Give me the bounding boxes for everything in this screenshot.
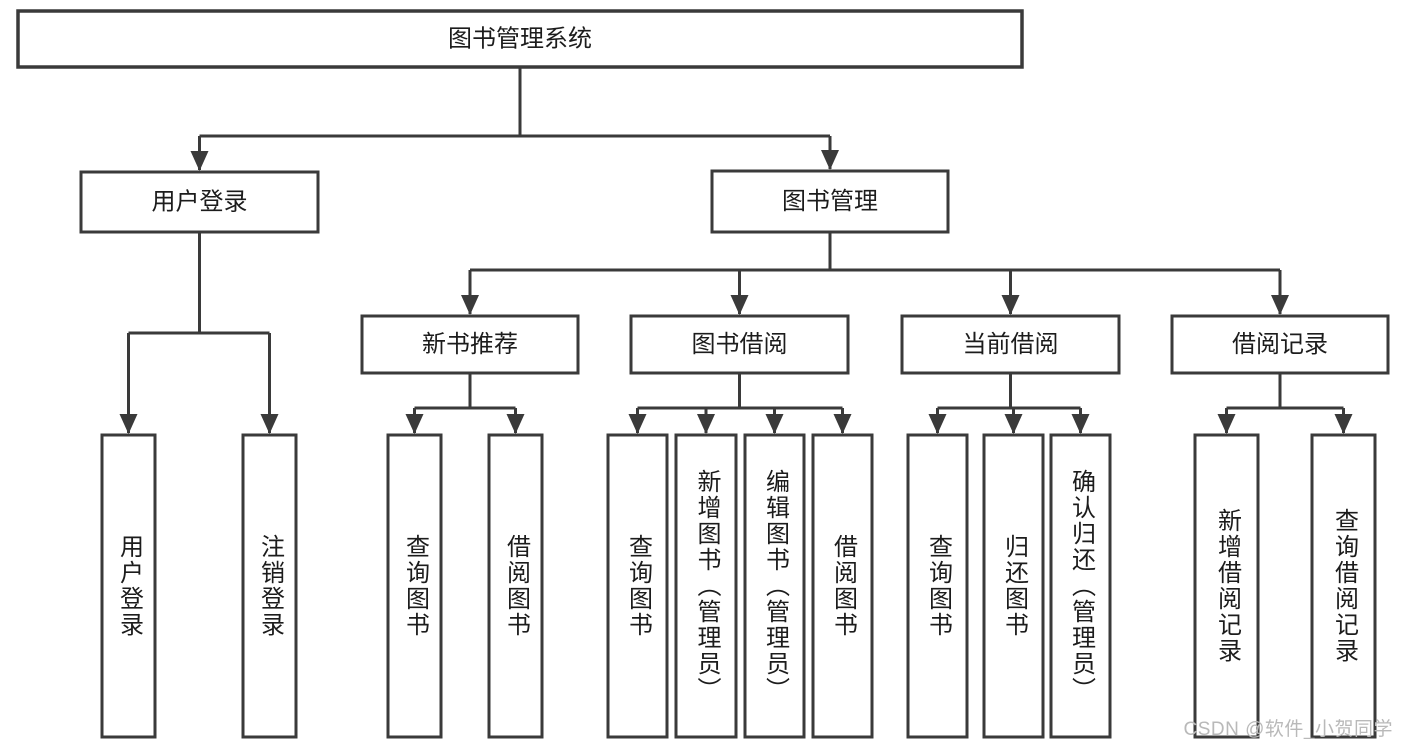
leaf-box-g3-0[interactable] [1193, 433, 1260, 739]
node-level2-box-3[interactable] [1170, 314, 1390, 375]
node-level1-box-1[interactable] [710, 169, 950, 234]
arrow-head-icon [260, 414, 279, 434]
node-level2-box-1[interactable] [629, 314, 850, 375]
csdn-watermark: CSDN @软件_小贺同学 [1183, 719, 1393, 740]
arrow-head-icon [697, 414, 715, 434]
leaf-box-g2-2[interactable] [1049, 433, 1112, 739]
leaf-box-login-0[interactable] [100, 433, 157, 739]
arrow-head-icon [1271, 295, 1289, 315]
node-level2-box-0[interactable] [360, 314, 580, 375]
node-boxes-layer [16, 9, 1390, 739]
leaf-box-g3-1[interactable] [1310, 433, 1377, 739]
node-level2-label-0: 新书推荐 [422, 331, 518, 358]
arrow-head-icon [405, 414, 424, 434]
node-root-box[interactable] [16, 9, 1024, 69]
arrow-head-icon [1071, 414, 1090, 434]
leaf-box-g1-2[interactable] [743, 433, 806, 739]
leaf-box-g1-1[interactable] [674, 433, 738, 739]
arrow-head-icon [1001, 295, 1020, 315]
arrow-head-icon [765, 414, 784, 434]
connector-links-layer [119, 67, 1353, 434]
leaf-box-g0-1[interactable] [487, 433, 544, 739]
node-root-label: 图书管理系统 [448, 25, 592, 52]
arrow-head-icon [730, 295, 749, 315]
arrow-head-icon [461, 295, 479, 315]
node-level2-label-2: 当前借阅 [963, 331, 1059, 358]
arrow-head-icon [821, 150, 839, 170]
arrow-head-icon [628, 414, 647, 434]
leaf-box-g2-1[interactable] [982, 433, 1045, 739]
node-level1-label-1: 图书管理 [782, 188, 878, 215]
leaf-box-g0-0[interactable] [386, 433, 443, 739]
node-level1-box-0[interactable] [79, 170, 320, 234]
leaf-box-g1-0[interactable] [606, 433, 669, 739]
arrow-head-icon [1004, 414, 1023, 434]
leaf-box-g2-0[interactable] [906, 433, 969, 739]
node-level2-box-2[interactable] [900, 314, 1121, 375]
arrow-head-icon [506, 414, 525, 434]
arrow-head-icon [1217, 414, 1236, 434]
node-level1-label-0: 用户登录 [152, 188, 248, 215]
arrow-head-icon [190, 151, 209, 171]
node-level2-label-1: 图书借阅 [692, 331, 788, 358]
arrow-head-icon [833, 414, 852, 434]
arrow-head-icon [119, 414, 138, 434]
arrow-head-icon [1334, 414, 1353, 434]
node-level2-label-3: 借阅记录 [1232, 331, 1328, 358]
leaf-box-g1-3[interactable] [811, 433, 874, 739]
arrow-head-icon [928, 414, 947, 434]
leaf-box-login-1[interactable] [241, 433, 298, 739]
